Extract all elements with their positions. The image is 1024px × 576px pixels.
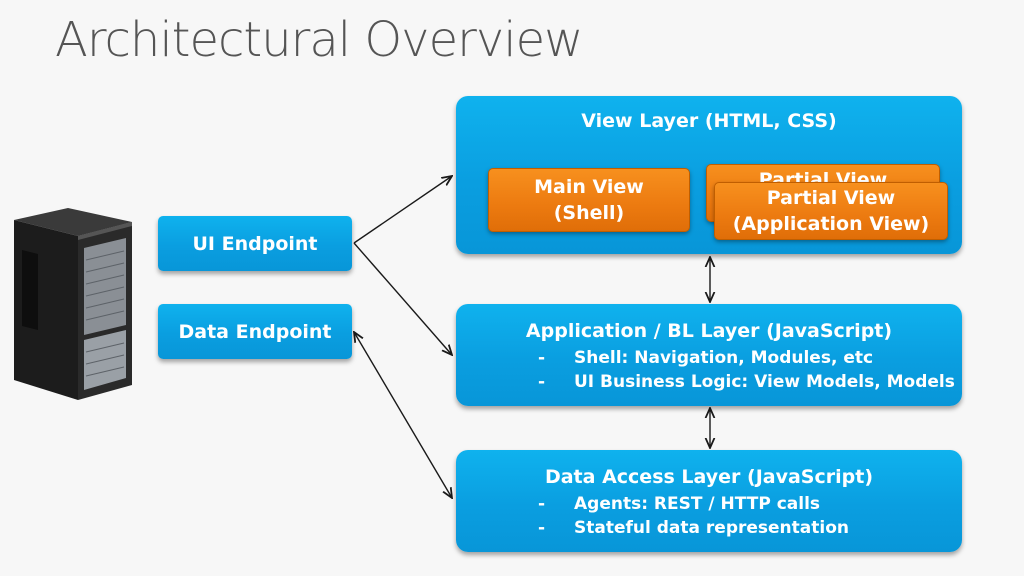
partial-view-front-box: Partial View (Application View) (714, 182, 948, 240)
app-bullet-item: Shell: Navigation, Modules, etc (538, 346, 962, 370)
ui-endpoint-label: UI Endpoint (192, 232, 318, 255)
app-bullet-item: UI Business Logic: View Models, Models (538, 370, 962, 394)
server-icon (14, 208, 132, 400)
main-view-box: Main View (Shell) (488, 168, 690, 232)
view-layer-title: View Layer (HTML, CSS) (581, 110, 837, 132)
app-layer-box: Application / BL Layer (JavaScript) Shel… (456, 304, 962, 406)
arrow-data-endpoint-to-data-layer (354, 332, 452, 498)
data-endpoint-box: Data Endpoint (158, 304, 352, 359)
partial-view-front-line2: (Application View) (732, 213, 930, 235)
data-layer-title: Data Access Layer (JavaScript) (544, 466, 874, 488)
arrow-ui-to-view (353, 176, 452, 244)
ui-endpoint-box: UI Endpoint (158, 216, 352, 271)
partial-view-front-line1: Partial View (766, 187, 896, 209)
slide-title: Architectural Overview (55, 12, 583, 68)
data-layer-bullets: Agents: REST / HTTP calls Stateful data … (538, 492, 962, 540)
data-layer-box: Data Access Layer (JavaScript) Agents: R… (456, 450, 962, 552)
data-bullet-item: Stateful data representation (538, 516, 962, 540)
app-layer-bullets: Shell: Navigation, Modules, etc UI Busin… (538, 346, 962, 394)
data-bullet-item: Agents: REST / HTTP calls (538, 492, 962, 516)
main-view-line2: (Shell) (553, 202, 625, 224)
arrow-ui-to-app (353, 242, 452, 355)
data-endpoint-label: Data Endpoint (178, 320, 332, 343)
app-layer-title: Application / BL Layer (JavaScript) (525, 320, 893, 342)
main-view-line1: Main View (534, 176, 644, 198)
